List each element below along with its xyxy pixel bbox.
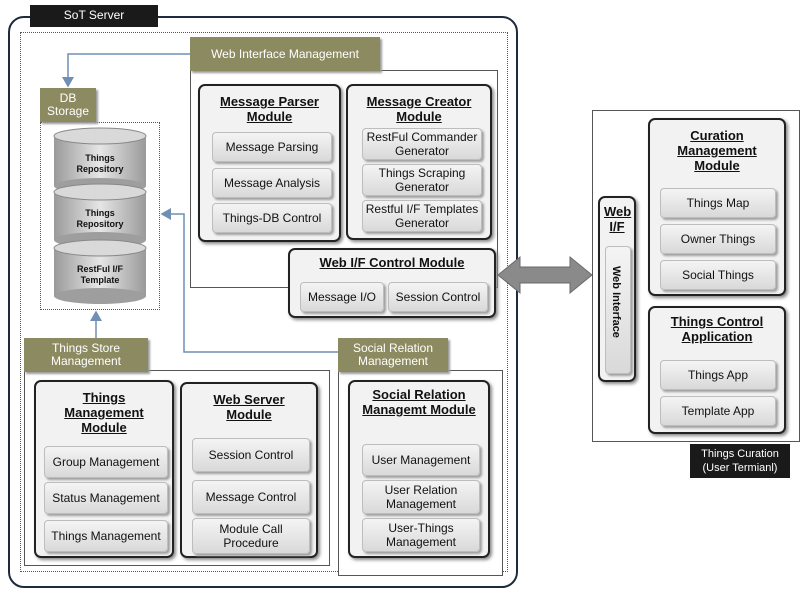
web-if-panel: Web I/F Web Interface [598,196,636,382]
message-control-item: Message Control [192,480,310,514]
message-parsing-item: Message Parsing [212,132,332,162]
group-management-item: Group Management [44,446,168,478]
things-management-item: Things Management [44,520,168,552]
things-curation-caption: Things Curation (User Termianl) [690,444,790,478]
user-management-item: User Management [362,444,480,476]
web-if-control-module: Web I/F Control Module Message I/O Sessi… [288,248,496,318]
curation-management-module: Curation Management Module Things Map Ow… [648,118,786,296]
web-server-module: Web Server Module Session Control Messag… [180,382,318,558]
message-io-item: Message I/O [300,282,384,312]
web-interface-management-label: Web Interface Management [190,37,380,71]
message-parser-title: Message Parser Module [219,94,319,124]
message-creator-module: Message Creator Module RestFul Commander… [346,84,492,240]
template-app-item: Template App [660,396,776,426]
message-parser-module: Message Parser Module Message Parsing Me… [198,84,341,242]
connector-social-to-db [160,208,338,353]
things-repository-1-label: Things Repository [76,153,124,174]
social-things-item: Social Things [660,260,776,290]
owner-things-item: Owner Things [660,224,776,254]
things-store-management-label: Things Store Management [24,338,148,372]
web-interface-bar [605,246,631,374]
things-app-item: Things App [660,360,776,390]
module-call-procedure-item: Module Call Procedure [192,518,310,554]
web-server-title: Web Server Module [213,392,285,422]
message-analysis-item: Message Analysis [212,168,332,198]
things-management-module: Things Management Module Group Managemen… [34,380,174,558]
things-repository-2-label: Things Repository [76,208,124,229]
db-storage-label: DB Storage [40,88,96,122]
user-relation-management-item: User Relation Management [362,480,480,514]
web-if-control-title: Web I/F Control Module [319,255,465,270]
things-control-application: Things Control Application Things App Te… [648,306,786,434]
cylinder-3 [53,239,147,304]
restful-commander-generator-item: RestFul Commander Generator [362,128,482,160]
curation-management-title: Curation Management Module [677,128,757,173]
ws-session-control-item: Session Control [192,438,310,472]
status-management-item: Status Management [44,482,168,514]
things-db-control-item: Things-DB Control [212,203,332,233]
user-things-management-item: User-Things Management [362,518,480,552]
web-interface-vertical-label: Web Interface [610,266,622,338]
things-map-item: Things Map [660,188,776,218]
social-relation-module: Social Relation Managemt Module User Man… [348,380,490,558]
restful-templates-generator-item: Restful I/F Templates Generator [362,200,482,232]
things-management-title: Things Management Module [64,390,144,435]
restful-template-label: RestFul I/F Template [76,264,123,285]
social-relation-management-label: Social Relation Management [338,338,448,372]
connector-web-to-db [62,53,190,88]
things-control-title: Things Control Application [670,314,764,344]
double-arrow [497,255,593,295]
social-relation-title: Social Relation Managemt Module [362,387,476,417]
web-if-title: Web I/F [604,204,632,234]
things-scraping-generator-item: Things Scraping Generator [362,164,482,196]
sot-server-frame [8,16,518,588]
message-creator-title: Message Creator Module [366,94,472,124]
session-control-item: Session Control [388,282,488,312]
sot-server-title: SoT Server [30,5,158,27]
